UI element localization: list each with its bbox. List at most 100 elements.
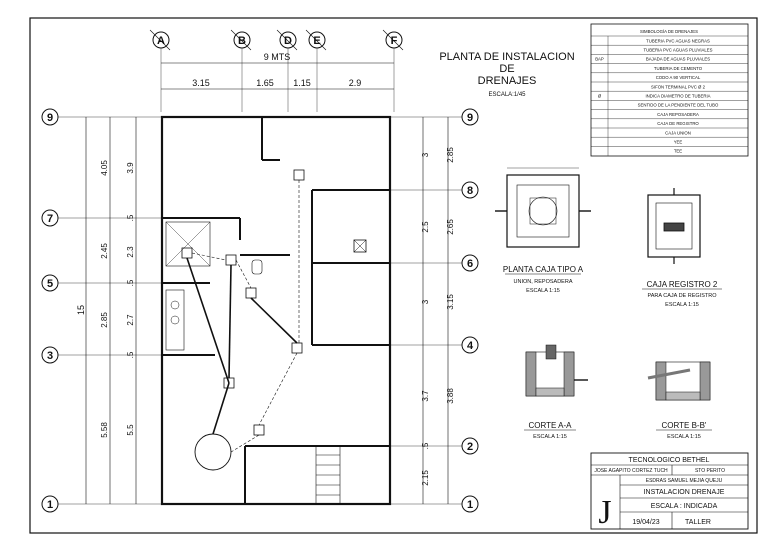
detail-corte-aa-scale: ESCALA 1:15	[533, 434, 567, 440]
axis-label: 6	[467, 258, 473, 270]
legend-label: INDICA DIAMETRO DE TUBERIA	[645, 94, 710, 99]
detail-corte-aa-title: CORTE A-A	[529, 421, 573, 430]
legend-row: CAJA REPOSADERA	[591, 109, 748, 119]
box-u-3	[245, 287, 257, 299]
box-drain	[353, 239, 367, 253]
box-u-5	[253, 424, 265, 436]
box-u-1	[293, 169, 305, 181]
box-u-4	[291, 342, 303, 354]
plan-title-line-3: DRENAJES	[478, 75, 537, 87]
left-dimensions: 15 4.05 2.45 2.85 5.58 3.9 .5 2.3 .5 2.7…	[76, 117, 137, 504]
legend-label: YEE	[674, 140, 683, 145]
tb-scale: ESCALA : INDICADA	[651, 503, 718, 510]
dim-left-mid-3: 2.85	[100, 312, 109, 328]
axis-bubble-right-2: 2	[461, 437, 479, 455]
axis-bubble-left-9: 9	[41, 108, 59, 126]
left-axes: 9 7 5 3 1	[41, 108, 162, 513]
detail-caja-tipo-a: PLANTA CAJA TIPO A UNION, REPOSADERA ESC…	[495, 167, 591, 294]
title-block: TECNOLOGICO BETHEL JOSE AGAPITO CORTEZ T…	[590, 452, 749, 531]
dim-right-inner-4: 3.7	[421, 390, 430, 402]
axis-label: 1	[47, 499, 53, 511]
dim-left-inner-5: 2.7	[126, 314, 135, 326]
legend-label: CAJA DE REGISTRO	[657, 121, 699, 126]
outer-walls	[160, 115, 392, 506]
dim-right-outer-3: 3.15	[446, 294, 455, 310]
legend-code: Ø	[598, 94, 602, 99]
axis-label: 2	[467, 441, 473, 453]
axis-bubble-right-4: 4	[461, 336, 479, 354]
legend-row: TUBERIA PVC AGUAS NEGRAS	[591, 35, 748, 46]
shower-area	[165, 221, 211, 267]
right-axes: 9 8 6 4 2 1	[390, 108, 479, 513]
axis-bubble-right-8: 8	[461, 181, 479, 199]
axis-bubble-left-3: 3	[41, 346, 59, 364]
axis-bubble-left-1: 1	[41, 495, 59, 513]
toilet	[251, 259, 263, 275]
axis-label: 1	[467, 499, 473, 511]
axis-label: 7	[47, 213, 53, 225]
legend-label: TUBERIA PVC AGUAS PLUVIALES	[643, 48, 712, 53]
kitchen-counter	[165, 289, 185, 351]
dim-left-mid-1: 4.05	[100, 160, 109, 176]
legend-label: TEE	[674, 149, 682, 154]
dim-top-seg-4: 2.9	[349, 78, 362, 88]
axis-bubble-top-a: A	[152, 31, 170, 49]
dim-right-inner-6: .5	[421, 442, 430, 449]
legend-label: TUBERIA DE CEMENTO	[654, 66, 703, 71]
legend-row: CODO A 90 VERTICAL	[591, 72, 748, 82]
plan-scale: ESCALA:1/45	[488, 92, 526, 98]
detail-registro-title: CAJA REGISTRO 2	[647, 280, 718, 289]
detail-a-sub: UNION, REPOSADERA	[514, 279, 573, 285]
legend-row: SIFON TERMINAL PVC Ø 2	[591, 81, 748, 92]
dim-right-inner-2: 2.5	[421, 221, 430, 233]
box-u-2	[225, 254, 237, 266]
plan-title: PLANTA DE INSTALACION DE DRENAJES ESCALA…	[439, 51, 574, 98]
legend-row: TEE	[591, 146, 748, 156]
dim-right-inner-5: 2.15	[421, 470, 430, 486]
detail-corte-aa: CORTE A-A ESCALA 1:15	[524, 344, 588, 440]
legend-row: YEE	[591, 136, 748, 147]
dim-left-inner-4: .5	[126, 279, 135, 286]
axis-bubble-left-7: 7	[41, 209, 59, 227]
axis-bubble-right-6: 6	[461, 254, 479, 272]
detail-corte-bb-scale: ESCALA 1:15	[667, 434, 701, 440]
axis-bubble-left-5: 5	[41, 274, 59, 292]
plan-title-line-1: PLANTA DE INSTALACION	[439, 51, 574, 63]
dim-right-outer-1: 2.85	[446, 147, 455, 163]
dim-top-seg-3: 1.15	[293, 78, 311, 88]
dim-top-seg-1: 3.15	[192, 78, 210, 88]
legend-row: CAJA DE REGISTRO	[591, 118, 748, 128]
dim-right-outer-4: 3.88	[446, 388, 455, 404]
tb-sheet-title: INSTALACION DRENAJE	[644, 489, 725, 496]
dim-top-seg-2: 1.65	[256, 78, 274, 88]
detail-registro-sub: PARA CAJA DE REGISTRO	[648, 293, 718, 299]
dim-right-inner-3: 3	[421, 299, 430, 304]
axis-bubble-right-1: 1	[461, 495, 479, 513]
legend-label: CAJA REPOSADERA	[657, 112, 699, 117]
dim-right-inner-1: 3	[421, 152, 430, 157]
legend-label: BAJADA DE AGUAS PLUVIALES	[646, 57, 710, 62]
detail-a-title: PLANTA CAJA TIPO A	[503, 265, 584, 274]
detail-corte-bb: CORTE B-B' ESCALA 1:15	[647, 361, 712, 440]
dim-left-inner-7: 5.5	[126, 424, 135, 436]
legend-label: SENTIDO DE LA PENDIENTE DEL TUBO	[638, 103, 719, 108]
dim-right-outer-2: 2.65	[446, 219, 455, 235]
septic-tank	[194, 433, 232, 471]
legend-row: SENTIDO DE LA PENDIENTE DEL TUBO	[591, 100, 748, 110]
tb-date: 19/04/23	[632, 519, 659, 526]
tb-author: JOSE AGAPITO CORTEZ TUCH	[594, 468, 668, 474]
legend-row: CAJA UNION	[591, 127, 748, 138]
axis-bubble-top-f: F	[385, 31, 403, 49]
axis-label: 3	[47, 350, 53, 362]
right-dimensions: 3 2.5 3 3.7 2.15 .5 2.85 2.65 3.15 3.88	[421, 117, 455, 504]
detail-registro-scale: ESCALA 1:15	[665, 302, 699, 308]
dim-left-total: 15	[76, 305, 86, 315]
axis-label: 5	[47, 278, 53, 290]
top-axes: A B D E F	[149, 29, 404, 112]
floor-plan	[160, 115, 392, 506]
legend-table: SIMBOLOGÍA DE DRENAJES TUBERIA PVC AGUAS…	[590, 23, 749, 157]
box-r-1	[181, 247, 193, 259]
dim-left-inner-6: .5	[126, 351, 135, 358]
dim-left-mid-2: 2.45	[100, 243, 109, 259]
